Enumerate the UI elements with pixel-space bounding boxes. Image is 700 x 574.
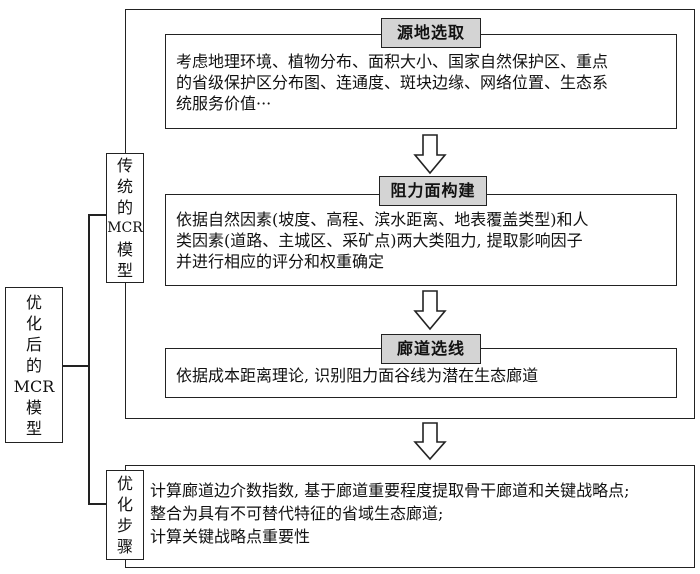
label-char: 的: [25, 355, 42, 375]
label-char: 化: [116, 495, 133, 514]
text-line: 类因素(道路、主城区、采矿点)两大类阻力, 提取影响因子: [176, 231, 583, 250]
label-char: 骤: [116, 537, 133, 556]
connector-to-traditional: [88, 214, 106, 216]
label-char: 统: [116, 177, 133, 196]
label-char: 优: [25, 292, 42, 312]
down-arrow-icon: [413, 290, 447, 331]
label-char: 后: [25, 334, 42, 354]
label-char: 化: [25, 313, 42, 333]
source-selection-title: 源地选取: [381, 18, 481, 48]
text-line: 考虑地理环境、植物分布、面积大小、国家自然保护区、重点: [176, 52, 609, 71]
text-line: 依据成本距离理论, 识别阻力面谷线为潜在生态廊道: [176, 366, 539, 385]
traditional-mcr-model-label: 传 统 的 MCR 模 型: [106, 153, 144, 283]
label-char: 传: [116, 156, 133, 175]
optimization-steps-frame: [125, 465, 695, 568]
label-char: 步: [116, 516, 133, 535]
label-char: 的: [116, 198, 133, 217]
label-char: 优: [116, 474, 133, 493]
resistance-surface-box: 依据自然因素(坡度、高程、滨水距离、地表覆盖类型)和人 类因素(道路、主城区、采…: [165, 194, 677, 286]
text-line: 依据自然因素(坡度、高程、滨水距离、地表覆盖类型)和人: [176, 210, 589, 229]
text-line: 统服务价值···: [176, 94, 272, 113]
optimized-mcr-model-label: 优 化 后 的 MCR 模 型: [5, 287, 63, 443]
optimization-steps-text: 计算廊道边介数指数, 基于廊道重要程度提取骨干廊道和关键战略点; 整合为具有不可…: [150, 479, 690, 559]
connector-to-optimize: [88, 503, 106, 505]
source-selection-box: 考虑地理环境、植物分布、面积大小、国家自然保护区、重点 的省级保护区分布图、连通…: [165, 34, 677, 129]
label-char: MCR: [13, 376, 55, 396]
down-arrow-icon: [413, 422, 447, 461]
connector-horizontal: [63, 365, 88, 367]
down-arrow-icon: [413, 134, 447, 175]
resistance-surface-title: 阻力面构建: [379, 176, 487, 206]
text-line: 的省级保护区分布图、连通度、斑块边缘、网络位置、生态系: [176, 73, 609, 92]
optimization-steps-label: 优 化 步 骤: [106, 470, 144, 560]
label-char: 型: [25, 418, 42, 438]
text-line: 并进行相应的评分和权重确定: [176, 252, 385, 271]
text-line: 计算廊道边介数指数, 基于廊道重要程度提取骨干廊道和关键战略点;: [150, 481, 630, 500]
label-char: MCR: [107, 220, 143, 236]
label-char: 型: [116, 261, 133, 280]
label-char: 模: [116, 240, 133, 259]
connector-vertical: [88, 214, 90, 504]
text-line: 整合为具有不可替代特征的省域生态廊道;: [150, 504, 444, 523]
corridor-route-title: 廊道选线: [381, 334, 481, 364]
text-line: 计算关键战略点重要性: [150, 527, 311, 546]
label-char: 模: [25, 397, 42, 417]
